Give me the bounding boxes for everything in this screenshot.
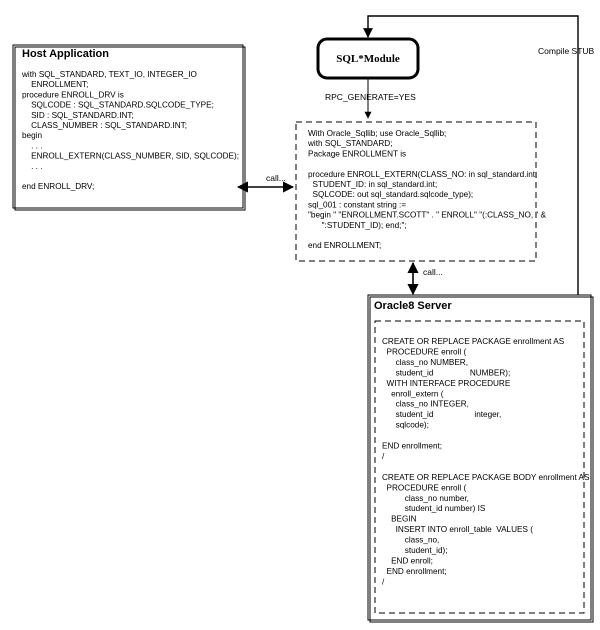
server-code-line: CREATE OR REPLACE PACKAGE BODY enrollmen… bbox=[382, 473, 590, 482]
stub-package-frame bbox=[295, 121, 537, 262]
host-application-code: with SQL_STANDARD, TEXT_IO, INTEGER_IO E… bbox=[21, 70, 239, 191]
stub-code-line: With Oracle_Sqllib; use Oracle_Sqllib; bbox=[308, 129, 446, 138]
server-code-line: class_no number, bbox=[382, 494, 469, 503]
host-code-line: CLASS_NUMBER : SQL_STANDARD.INT; bbox=[22, 121, 187, 130]
server-code-line: END enroll; bbox=[382, 556, 433, 565]
stub-code-line: "begin " "ENROLLMENT.SCOTT" . " ENROLL" … bbox=[308, 211, 547, 220]
server-code-line: class_no, bbox=[382, 536, 439, 545]
server-package-code: CREATE OR REPLACE PACKAGE enrollment AS … bbox=[382, 337, 590, 586]
server-code-line: enroll_extern ( bbox=[382, 389, 444, 398]
server-code-line: END enrollment; bbox=[382, 442, 442, 451]
stub-code-line: Package ENROLLMENT is bbox=[308, 149, 406, 158]
host-code-line: ENROLLMENT; bbox=[22, 80, 88, 89]
server-code-line: / bbox=[382, 577, 385, 586]
host-code-line: begin bbox=[22, 131, 42, 140]
server-code-line: student_id integer, bbox=[382, 410, 501, 419]
server-code-line: student_id NUMBER); bbox=[382, 368, 510, 377]
compile-stub-arrow bbox=[363, 15, 579, 295]
server-code-line: BEGIN bbox=[382, 515, 417, 524]
stub-code-line: sql_001 : constant string := bbox=[308, 200, 406, 209]
stub-package-code: With Oracle_Sqllib; use Oracle_Sqllib;wi… bbox=[307, 129, 547, 250]
server-code-line: student_id number) IS bbox=[382, 504, 486, 513]
host-code-line: ENROLL_EXTERN(CLASS_NUMBER, SID, SQLCODE… bbox=[22, 152, 239, 161]
stub-package-node: With Oracle_Sqllib; use Oracle_Sqllib;wi… bbox=[295, 121, 547, 262]
rpc-generate-label: RPC_GENERATE=YES bbox=[325, 92, 416, 102]
sql-module-title: SQL*Module bbox=[336, 53, 400, 65]
host-application-shadow bbox=[14, 46, 246, 211]
stub-code-line: with SQL_STANDARD; bbox=[307, 139, 392, 148]
server-code-line: CREATE OR REPLACE PACKAGE enrollment AS bbox=[382, 337, 565, 346]
stub-code-line: ":STUDENT_ID); end;"; bbox=[308, 221, 407, 230]
compile-stub-label: Compile STUB bbox=[538, 46, 595, 56]
host-code-line: . . . bbox=[22, 162, 42, 171]
host-code-line: procedure ENROLL_DRV is bbox=[22, 90, 124, 99]
host-code-line: with SQL_STANDARD, TEXT_IO, INTEGER_IO bbox=[21, 70, 197, 79]
server-code-line: class_no INTEGER, bbox=[382, 400, 469, 409]
server-package-frame bbox=[374, 320, 585, 614]
call-host-label: call... bbox=[266, 173, 286, 183]
server-code-line: INSERT INTO enroll_table VALUES ( bbox=[382, 525, 533, 534]
stub-code-line: SQLCODE: out sql_standard.sqlcode_type); bbox=[308, 190, 473, 199]
host-code-line: SID : SQL_STANDARD.INT; bbox=[22, 111, 134, 120]
host-application-frame bbox=[12, 44, 244, 209]
server-code-line: class_no NUMBER, bbox=[382, 358, 468, 367]
stub-code-line: procedure ENROLL_EXTERN(CLASS_NO: in sql… bbox=[308, 170, 537, 179]
server-code-line: PROCEDURE enroll ( bbox=[382, 483, 466, 492]
host-code-line: SQLCODE : SQL_STANDARD.SQLCODE_TYPE; bbox=[22, 101, 214, 110]
host-application-node: Host Application with SQL_STANDARD, TEXT… bbox=[12, 44, 246, 211]
server-code-line: PROCEDURE enroll ( bbox=[382, 347, 466, 356]
host-code-line: . . . bbox=[22, 141, 42, 150]
stub-code-line: STUDENT_ID: in sql_standard.int; bbox=[308, 180, 437, 189]
host-code-line: end ENROLL_DRV; bbox=[22, 182, 94, 191]
oracle-server-title: Oracle8 Server bbox=[374, 300, 452, 312]
oracle-server-shadow bbox=[369, 296, 594, 623]
server-code-line: sqlcode); bbox=[382, 421, 429, 430]
server-code-line: END enrollment; bbox=[382, 567, 447, 576]
server-code-line: student_id); bbox=[382, 546, 448, 555]
call-server-label: call... bbox=[423, 267, 443, 277]
sql-module-node: SQL*Module bbox=[316, 37, 420, 80]
server-code-line: / bbox=[382, 452, 385, 461]
server-code-line: WITH INTERFACE PROCEDURE bbox=[382, 379, 511, 388]
oracle-server-node: Oracle8 Server CREATE OR REPLACE PACKAGE… bbox=[367, 294, 594, 623]
stub-code-line: end ENROLLMENT; bbox=[308, 241, 381, 250]
host-application-title: Host Application bbox=[22, 48, 109, 60]
